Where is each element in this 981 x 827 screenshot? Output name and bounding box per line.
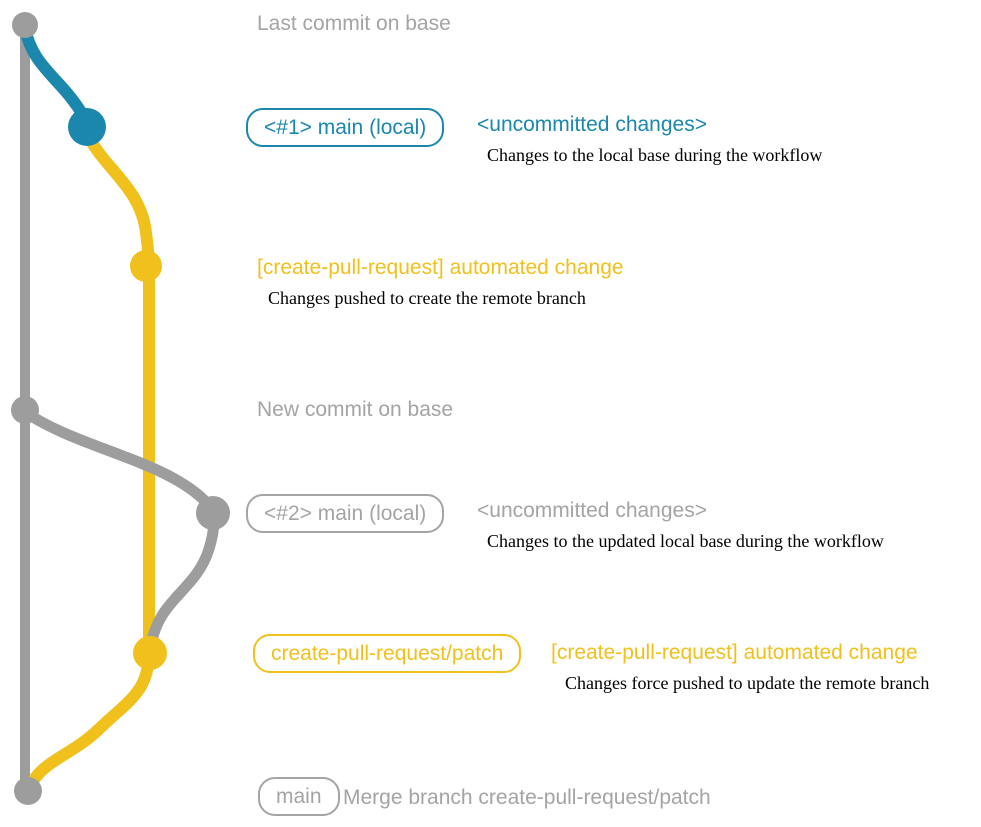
git-graph [11, 12, 230, 805]
commit-dot-merge-commit [14, 777, 42, 805]
commit-title-automated-change-2: [create-pull-request] automated change [551, 641, 918, 664]
commit-dot-patch-first-commit [130, 250, 162, 282]
badge-main-local-1: <#1> main (local) [246, 108, 445, 148]
badge-main-local-2: <#2> main (local) [246, 494, 445, 534]
note-force-pushed-to-update-branch: Changes force pushed to update the remot… [565, 673, 930, 693]
commit-title-merge-branch: Merge branch create-pull-request/patch [343, 786, 711, 809]
status-uncommitted-changes-2: <uncommitted changes> [477, 499, 707, 522]
commit-dot-new-commit-on-base [11, 396, 39, 424]
heading-last-commit-on-base: Last commit on base [257, 12, 451, 35]
main-local-2-branch-curve [19, 406, 220, 652]
status-uncommitted-changes-1: <uncommitted changes> [477, 113, 707, 136]
main-local-1-branch-curve [19, 22, 92, 131]
note-pushed-to-create-branch: Changes pushed to create the remote bran… [268, 288, 586, 308]
badge-main: main [258, 777, 340, 817]
commit-dot-patch-force-push-commit [133, 636, 167, 670]
commit-title-automated-change-1: [create-pull-request] automated change [257, 256, 624, 279]
commit-dot-main-local-1-head [68, 108, 106, 146]
note-local-base-changes: Changes to the local base during the wor… [487, 145, 823, 165]
heading-new-commit-on-base: New commit on base [257, 398, 454, 421]
note-updated-local-base-changes: Changes to the updated local base during… [487, 531, 884, 551]
badge-patch-branch: create-pull-request/patch [253, 634, 522, 674]
commit-dot-last-commit-on-base [12, 12, 38, 38]
commit-dot-main-local-2-head [196, 496, 230, 530]
